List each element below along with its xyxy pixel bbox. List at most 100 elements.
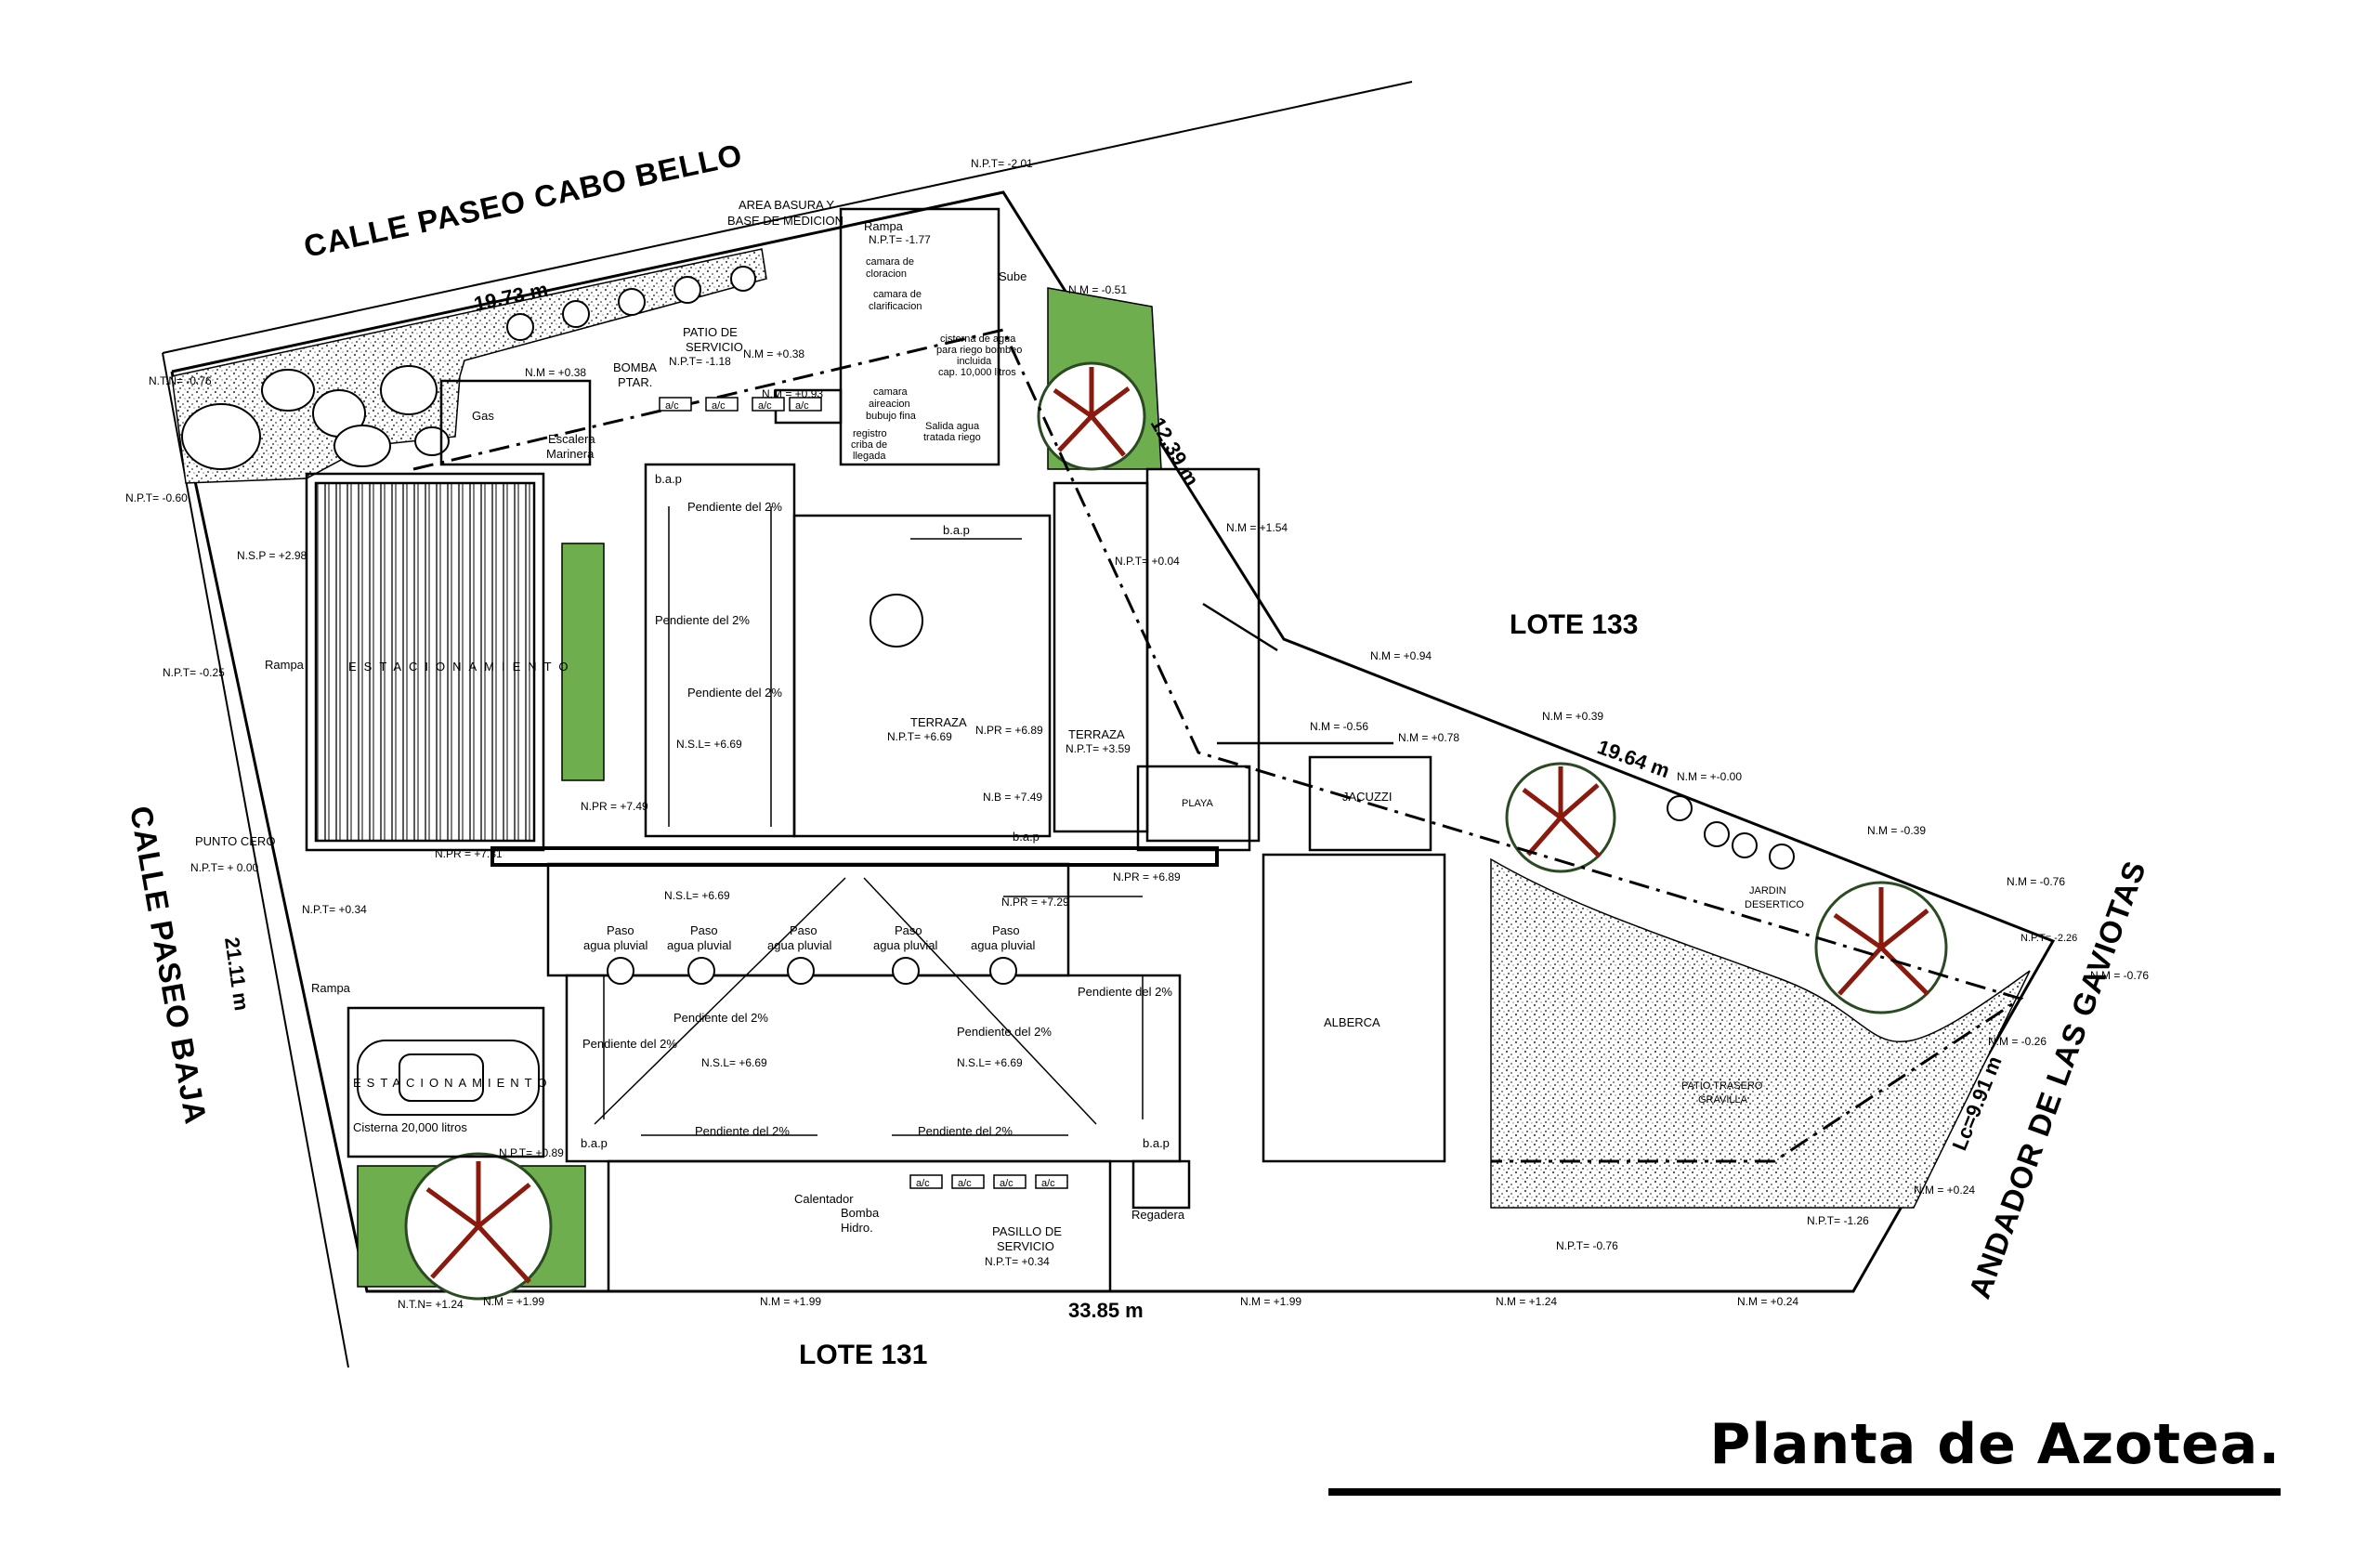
level-nm-094: N.M = +0.94 [1370, 649, 1432, 662]
level-nb-749: N.B = +7.49 [983, 791, 1042, 804]
street-label-west: CALLE PASEO BAJA [124, 804, 214, 1127]
label-rampa-west2: Rampa [311, 981, 351, 995]
car-icon [357, 1040, 540, 1116]
label-salida-2: tratada riego [923, 432, 981, 443]
label-paso: Paso [690, 923, 718, 937]
label-gas: Gas [472, 409, 494, 423]
level-npt-060: N.P.T= -0.60 [125, 491, 188, 504]
title-underline [1328, 1488, 2281, 1496]
label-bap: b.a.p [1013, 830, 1040, 844]
label-estacionamiento-2: ESTACIONAMIENTO [353, 1076, 552, 1090]
tree-icon [1505, 762, 1616, 873]
label-bomba-2: PTAR. [618, 375, 652, 389]
level-npt-034: N.P.T= +0.34 [302, 903, 367, 916]
level-nm-124: N.M = +1.24 [1496, 1295, 1557, 1308]
label-ac: a/c [758, 400, 772, 412]
label-salida-1: Salida agua [925, 421, 980, 432]
label-sube: Sube [999, 269, 1027, 283]
label-patio-1: PATIO DE [683, 325, 738, 339]
label-paso: Paso [790, 923, 817, 937]
label-agua-pluvial: agua pluvial [971, 938, 1035, 952]
level-nsl-669c: N.S.L= +6.69 [701, 1056, 767, 1069]
label-jacuzzi: JACUZZI [1342, 790, 1392, 804]
level-nsl-669a: N.S.L= +6.69 [676, 738, 742, 751]
label-npt-patio: N.P.T= -1.18 [669, 355, 731, 368]
label-paso: Paso [992, 923, 1020, 937]
drain-circles [607, 594, 1017, 985]
label-rampa-west: Rampa [265, 658, 305, 672]
level-nm-076b: N.M = -0.76 [2090, 969, 2149, 982]
level-npt-126: N.P.T= -1.26 [1807, 1214, 1869, 1227]
label-registro-2: criba de [851, 439, 887, 451]
label-estacionamiento-1: ESTACIONAMIENTO [348, 660, 575, 674]
label-camara-clarif-2: clarificacion [869, 301, 922, 312]
level-nm-199c: N.M = +1.99 [483, 1295, 544, 1308]
label-pendiente: Pendiente del 2% [673, 1011, 768, 1025]
tree-icon [1037, 361, 1146, 471]
level-nm-056: N.M = -0.56 [1310, 720, 1368, 733]
label-npt-rampa: N.P.T= -1.77 [869, 233, 931, 246]
level-npr-749: N.PR = +7.49 [581, 800, 648, 813]
label-agua-pluvial: agua pluvial [767, 938, 831, 952]
label-ac: a/c [795, 400, 809, 412]
level-nm-038a: N.M = +0.38 [525, 366, 586, 379]
level-npt-076: N.P.T= -0.76 [1556, 1239, 1618, 1252]
label-npt-pasillo: N.P.T= +0.34 [985, 1255, 1050, 1268]
level-nm-076a: N.M = -0.76 [2007, 875, 2065, 888]
label-ac: a/c [665, 400, 679, 412]
label-registro-1: registro [853, 428, 887, 439]
label-patio-trasero-2: GRAVILLA [1698, 1094, 1748, 1106]
lot-perimeter [170, 190, 2056, 1293]
label-paso: Paso [607, 923, 634, 937]
dimension-south: 33.85 m [1068, 1299, 1144, 1322]
level-npt-226: N.P.T= -2.26 [2020, 933, 2077, 944]
label-escalera-1: Escalera [548, 432, 595, 446]
label-cisterna-riego-3: incluida [957, 356, 992, 367]
label-punto-cero: PUNTO CERO [195, 834, 275, 848]
level-npt-089: N.P.T= +0.89 [499, 1146, 564, 1159]
label-pendiente: Pendiente del 2% [687, 686, 782, 700]
label-playa: PLAYA [1182, 798, 1213, 809]
level-npt-025: N.P.T= -0.25 [163, 666, 225, 679]
label-terraza-2: TERRAZA [1068, 727, 1125, 741]
label-bomba-hidro-1: Bomba [841, 1206, 880, 1220]
level-npt-004: N.P.T= +0.04 [1115, 555, 1180, 568]
label-camara-cloracion-1: camara de [866, 256, 914, 268]
label-jardin-2: DESERTICO [1745, 899, 1804, 910]
level-ntn-124: N.T.N= +1.24 [398, 1298, 464, 1311]
label-pendiente: Pendiente del 2% [582, 1037, 677, 1051]
label-cisterna: Cisterna 20,000 litros [353, 1120, 467, 1134]
street-label-north: CALLE PASEO CABO BELLO [301, 137, 746, 264]
label-pendiente: Pendiente del 2% [957, 1025, 1052, 1039]
street-edges [162, 81, 1413, 1368]
level-nm-093: N.M = +0.93 [762, 387, 823, 400]
label-pendiente: Pendiente del 2% [918, 1124, 1013, 1138]
level-npt-000: N.P.T= + 0.00 [190, 861, 258, 874]
level-nm-199a: N.M = +1.99 [1240, 1295, 1301, 1308]
label-pasillo-1: PASILLO DE [992, 1224, 1062, 1238]
label-escalera-2: Marinera [546, 447, 595, 461]
level-ntn-nw: N.T.N= -0.76 [149, 374, 212, 387]
label-cisterna-riego-1: cisterna de agua [940, 334, 1016, 345]
label-patio-trasero-1: PATIO TRASERO [1681, 1080, 1763, 1092]
level-nm-199b: N.M = +1.99 [760, 1295, 821, 1308]
label-pendiente: Pendiente del 2% [1078, 985, 1172, 999]
level-npr-689: N.PR = +6.89 [975, 724, 1043, 737]
slope-arrows [594, 506, 1144, 1136]
label-rampa-north: Rampa [864, 219, 904, 233]
level-nm-000: N.M = +-0.00 [1677, 770, 1742, 783]
label-alberca: ALBERCA [1324, 1015, 1380, 1029]
dimension-west: 21.11 m [220, 936, 254, 1012]
label-ac: a/c [958, 1178, 972, 1189]
label-base-medicion: BASE DE MEDICION [727, 214, 843, 228]
level-nm-026: N.M = -0.26 [1988, 1035, 2047, 1048]
label-patio-2: SERVICIO [686, 340, 743, 354]
label-paso: Paso [895, 923, 922, 937]
building-walls [305, 207, 1446, 1293]
tree-icons [404, 361, 1948, 1301]
level-npr-729: N.PR = +7.29 [1001, 896, 1069, 909]
label-ac: a/c [712, 400, 726, 412]
label-area-basura: AREA BASURA Y [739, 198, 834, 212]
label-camara-cloracion-2: cloracion [866, 268, 907, 280]
